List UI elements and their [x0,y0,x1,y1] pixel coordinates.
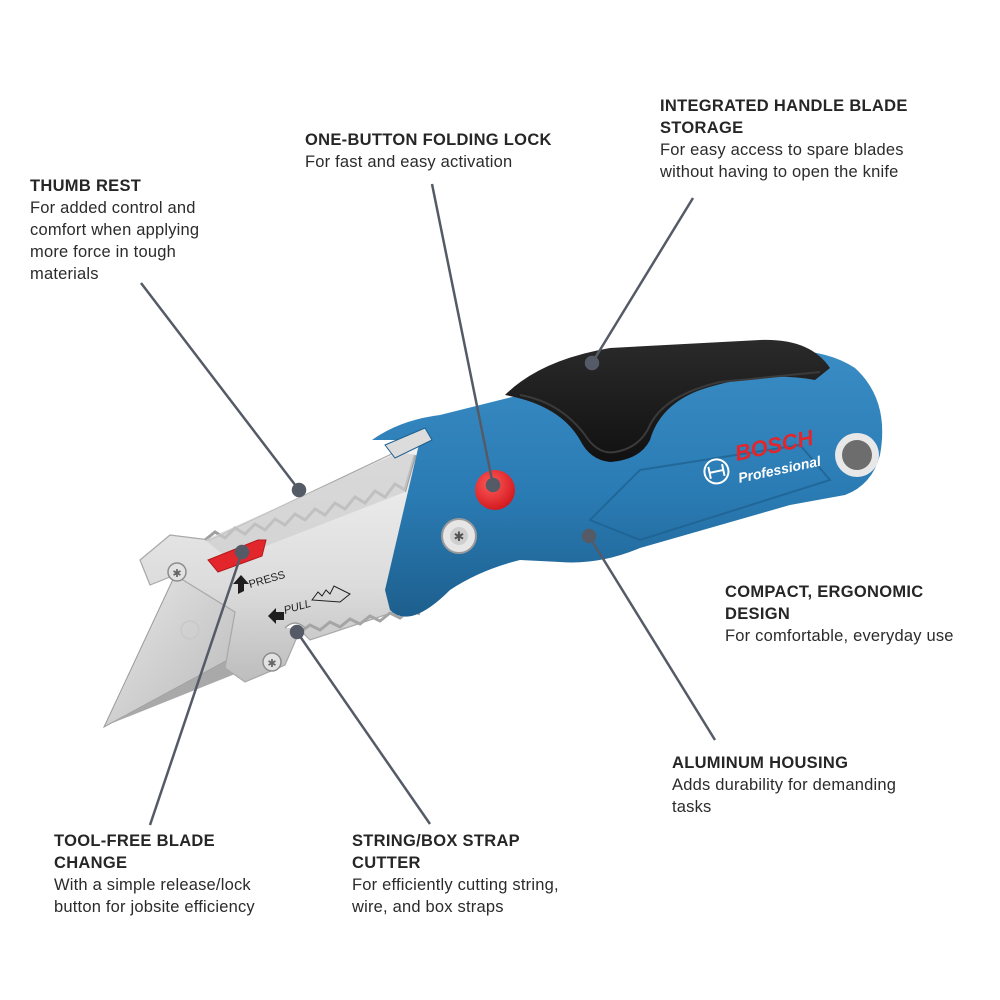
callout-integrated-handle-blade-storage: INTEGRATED HANDLE BLADE STORAGE For easy… [660,95,980,183]
svg-text:✱: ✱ [172,568,181,580]
callout-description: For comfortable, everyday use [725,627,954,645]
callout-string-box-strap-cutter: STRING/BOX STRAP CUTTER For efficiently … [352,830,612,918]
callout-description: For easy access to spare blades without … [660,141,904,181]
callout-title: THUMB REST [30,177,142,195]
callout-title: COMPACT, ERGONOMIC DESIGN [725,583,924,623]
callout-thumb-rest: THUMB REST For added control and comfort… [30,175,270,285]
callout-title: ONE-BUTTON FOLDING LOCK [305,131,552,149]
callout-one-button-folding-lock: ONE-BUTTON FOLDING LOCK For fast and eas… [305,129,595,173]
callout-aluminum-housing: ALUMINUM HOUSING Adds durability for dem… [672,752,972,818]
callout-title: STRING/BOX STRAP CUTTER [352,832,520,872]
callout-description: For efficiently cutting string, wire, an… [352,876,559,916]
handle: ✱ [372,339,883,617]
leader-blade-change [148,551,244,826]
utility-blade [102,574,240,729]
svg-text:✱: ✱ [267,658,276,670]
callout-tool-free-blade-change: TOOL-FREE BLADE CHANGE With a simple rel… [54,830,314,918]
callout-description: For added control and comfort when apply… [30,199,200,283]
callout-description: Adds durability for demanding tasks [672,776,897,816]
callout-title: ALUMINUM HOUSING [672,754,849,772]
callout-title: TOOL-FREE BLADE CHANGE [54,832,215,872]
svg-text:✱: ✱ [454,529,465,544]
leader-aluminum-housing [587,535,717,741]
leader-thumb-rest [140,282,300,491]
callout-compact-ergonomic-design: COMPACT, ERGONOMIC DESIGN For comfortabl… [725,581,995,647]
callout-title: INTEGRATED HANDLE BLADE STORAGE [660,97,908,137]
leader-folding-lock [430,183,495,486]
callout-description: With a simple release/lock button for jo… [54,876,255,916]
aluminum-housing-body: ✱ ✱ [139,439,431,683]
callout-description: For fast and easy activation [305,153,513,171]
leader-strap-cutter [295,631,432,825]
leader-lines [140,183,717,826]
leader-blade-storage [590,197,695,364]
